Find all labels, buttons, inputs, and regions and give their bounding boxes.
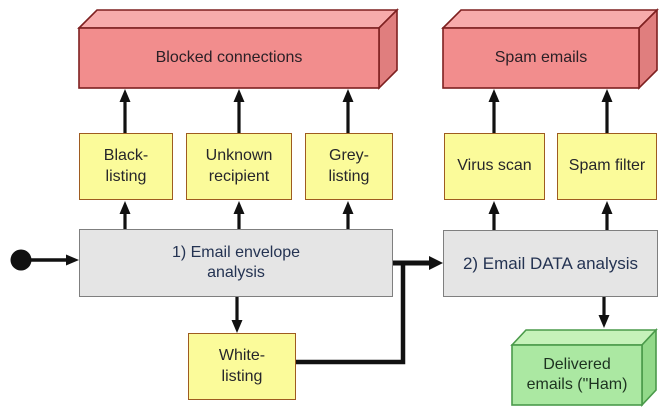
arrow-head: [601, 201, 613, 214]
node-virus-scan: Virus scan: [444, 133, 545, 200]
node-label-line: Spam emails: [494, 48, 588, 66]
node-label-line: Delivered: [543, 355, 611, 373]
node-spam-filter: Spam filter: [557, 133, 657, 200]
node-blocked-connections-label: Blocked connections: [79, 28, 379, 88]
arrow-head: [488, 201, 500, 214]
arrow-head: [231, 320, 243, 333]
node-white-listing: White- listing: [188, 333, 296, 400]
node-grey-listing: Grey- listing: [305, 133, 393, 200]
node-black-listing: Black- listing: [79, 133, 173, 200]
node-delivered-emails-label: Delivered emails ("Ham): [512, 345, 642, 405]
box-front-face: [511, 344, 643, 406]
node-label-line: analysis: [207, 264, 265, 281]
start-circle-icon: [10, 249, 32, 271]
box-front-face: [442, 27, 640, 89]
node-label-line: White-: [218, 347, 266, 365]
arrow-head: [601, 89, 613, 102]
node-label-line: Virus scan: [457, 157, 532, 175]
arrow-head: [233, 89, 245, 102]
node-envelope-analysis: 1) Email envelope analysis: [79, 229, 393, 297]
node-label-line: Black-: [103, 147, 149, 165]
box-top-face: [77, 9, 399, 29]
node-label-line: recipient: [208, 167, 270, 185]
blocked-connections-3d-box: [77, 8, 399, 90]
arrow-head: [119, 89, 131, 102]
node-label-line: 1) Email envelope: [171, 243, 301, 261]
arrow-head: [342, 201, 354, 214]
node-spam-emails-label: Spam emails: [443, 28, 639, 88]
spam-emails-3d-box: [441, 8, 659, 90]
node-label-line: Spam filter: [568, 157, 646, 175]
node-label-line: 2) Email DATA analysis: [462, 253, 639, 273]
delivered-emails-3d-box: [510, 327, 658, 408]
arrow-head: [429, 256, 443, 270]
node-data-analysis: 2) Email DATA analysis: [443, 230, 658, 297]
arrow-head: [488, 89, 500, 102]
analysis-to-filters-arrows: [119, 201, 613, 230]
node-label-line: emails ("Ham): [526, 376, 628, 393]
arrow-head: [598, 315, 610, 328]
node-label-line: listing: [328, 167, 370, 185]
stage2-to-delivered-arrow: [598, 297, 610, 328]
entry-arrow-head: [66, 254, 79, 266]
box-top-face: [441, 9, 659, 29]
stage1-to-stage2-arrow: [391, 256, 443, 270]
arrow-head: [119, 201, 131, 214]
node-label-line: Unknown: [205, 147, 273, 165]
arrow-head: [342, 89, 354, 102]
node-label-line: Blocked connections: [155, 48, 303, 66]
node-unknown-recipient: Unknown recipient: [186, 133, 292, 200]
stage1-to-whitelist-arrow: [231, 297, 243, 333]
box-top-face: [510, 329, 658, 346]
box-front-face: [78, 27, 380, 89]
start-node: [10, 249, 79, 271]
node-label-line: Grey-: [329, 147, 369, 165]
node-label-line: listing: [105, 167, 147, 185]
arrow-head: [233, 201, 245, 214]
node-label-line: listing: [221, 367, 263, 385]
whitelist-feedback-connector: [294, 261, 406, 365]
filters-to-blocked-arrows: [119, 89, 613, 133]
